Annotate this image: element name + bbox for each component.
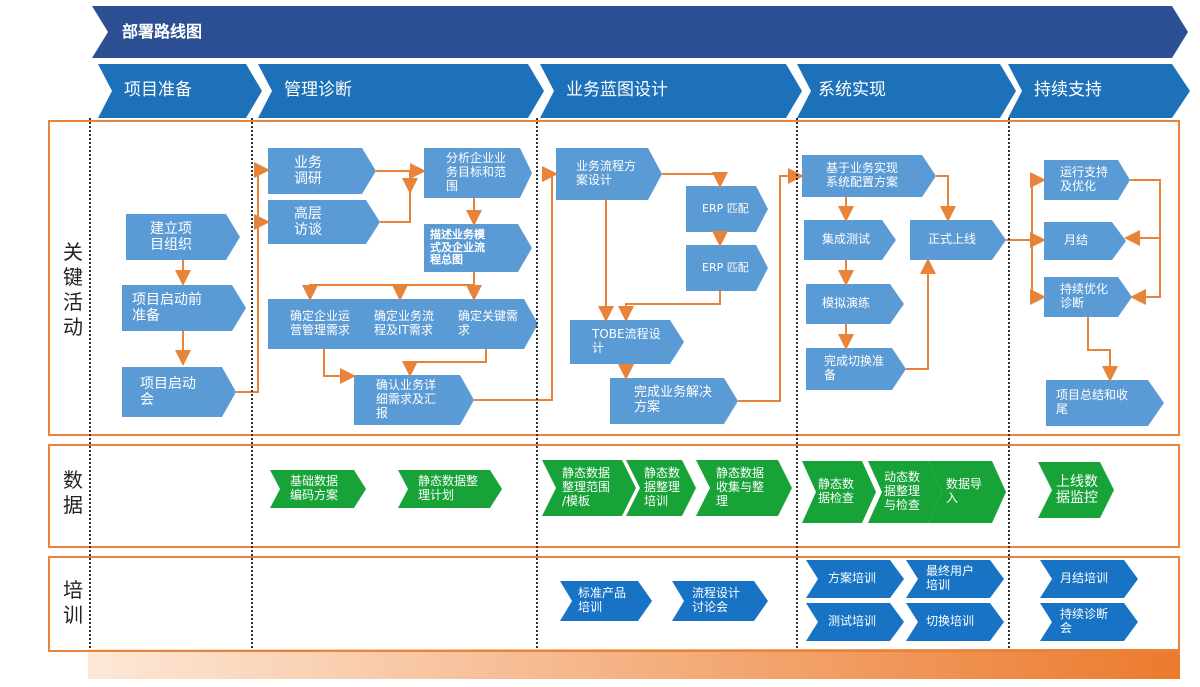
training-item-label: 月结培训 <box>1060 571 1109 586</box>
phase-chevron-1 <box>98 64 262 118</box>
activity-label: 确定企业运 营管理需求 <box>290 309 351 337</box>
activity-label: ERP 匹配 <box>702 260 749 274</box>
activity-label: 分析企业业 务目标和范 围 <box>446 151 507 193</box>
training-item-label: 切换培训 <box>926 614 975 629</box>
phase-divider <box>796 118 798 648</box>
activity-label: 项目总结和收 尾 <box>1056 388 1129 416</box>
activity-label: 项目启动前 准备 <box>132 291 202 324</box>
phase-label-diagnosis: 管理诊断 <box>284 80 352 101</box>
phase-divider <box>536 118 538 648</box>
activity-label: 完成业务解决 方案 <box>634 385 713 415</box>
activity-label: 业务 调研 <box>294 154 322 187</box>
training-item-label: 持续诊断 会 <box>1060 607 1109 635</box>
activity-label: 确定关键需 求 <box>458 309 519 337</box>
training-item-label: 最终用户 培训 <box>926 564 975 592</box>
data-item-label: 上线数 据监控 <box>1056 473 1098 506</box>
data-item-label: 静态数据 整理范围 /模板 <box>562 466 611 508</box>
phase-divider <box>89 118 91 648</box>
activity-label: 集成测试 <box>822 232 871 247</box>
training-item-label: 标准产品 培训 <box>578 586 627 614</box>
header-banner <box>92 6 1188 58</box>
training-item-label: 测试培训 <box>828 614 877 629</box>
activity-label: 项目启动 会 <box>140 375 196 408</box>
row-title-training: 培 训 <box>63 578 83 627</box>
phase-label-blueprint: 业务蓝图设计 <box>566 80 668 101</box>
activity-label: 描述业务模 式及企业流 程总图 <box>430 228 485 267</box>
phase-label-support: 持续支持 <box>1034 80 1102 101</box>
activity-label: TOBE流程设 计 <box>592 327 661 355</box>
activity-label: 高层 访谈 <box>294 205 322 238</box>
training-item-label: 流程设计 讨论会 <box>692 586 741 614</box>
activity-label: 运行支持 及优化 <box>1060 165 1109 193</box>
training-item-label: 方案培训 <box>828 571 877 586</box>
phase-chevron-2 <box>258 64 544 118</box>
data-item-label: 动态数 据整理 与检查 <box>884 470 921 512</box>
phase-label-prep: 项目准备 <box>124 80 192 101</box>
data-item-label: 静态数 据整理 培训 <box>644 466 681 508</box>
training-section-frame <box>48 556 1180 652</box>
phase-label-system: 系统实现 <box>818 80 886 101</box>
phase-chevron-4 <box>797 64 1016 118</box>
data-item-label: 静态数 据检查 <box>818 477 855 505</box>
phase-divider <box>1008 118 1010 648</box>
activity-label: 持续优化 诊断 <box>1060 282 1109 310</box>
activity-label: 模拟演练 <box>822 296 871 311</box>
activity-label: 建立项 目组织 <box>150 220 192 253</box>
activity-label: 正式上线 <box>928 232 977 247</box>
data-section-frame <box>48 444 1180 548</box>
data-item-label: 静态数据 收集与整 理 <box>716 466 765 508</box>
activity-label: 确定业务流 程及IT需求 <box>374 309 435 337</box>
row-title-activities: 关 键 活 动 <box>63 240 83 339</box>
data-item-label: 基础数据 编码方案 <box>290 474 339 502</box>
activity-label: ERP 匹配 <box>702 201 749 215</box>
activity-label: 业务流程方 案设计 <box>576 159 637 187</box>
bottom-gradient-bar <box>88 649 1180 679</box>
activity-label: 基于业务实现 系统配置方案 <box>826 161 899 189</box>
activity-label: 确认业务详 细需求及汇 报 <box>376 378 437 420</box>
phase-divider <box>251 118 253 648</box>
data-item-label: 静态数据整 理计划 <box>418 474 479 502</box>
phase-chevron-3 <box>540 64 802 118</box>
row-title-data: 数 据 <box>63 468 83 517</box>
phase-chevron-5 <box>1008 64 1190 118</box>
activity-label: 月结 <box>1064 233 1089 248</box>
data-item-label: 数据导 入 <box>946 477 983 505</box>
header-title: 部署路线图 <box>122 21 203 41</box>
activities-section-frame <box>48 120 1180 436</box>
activity-label: 完成切换准 备 <box>824 354 885 382</box>
